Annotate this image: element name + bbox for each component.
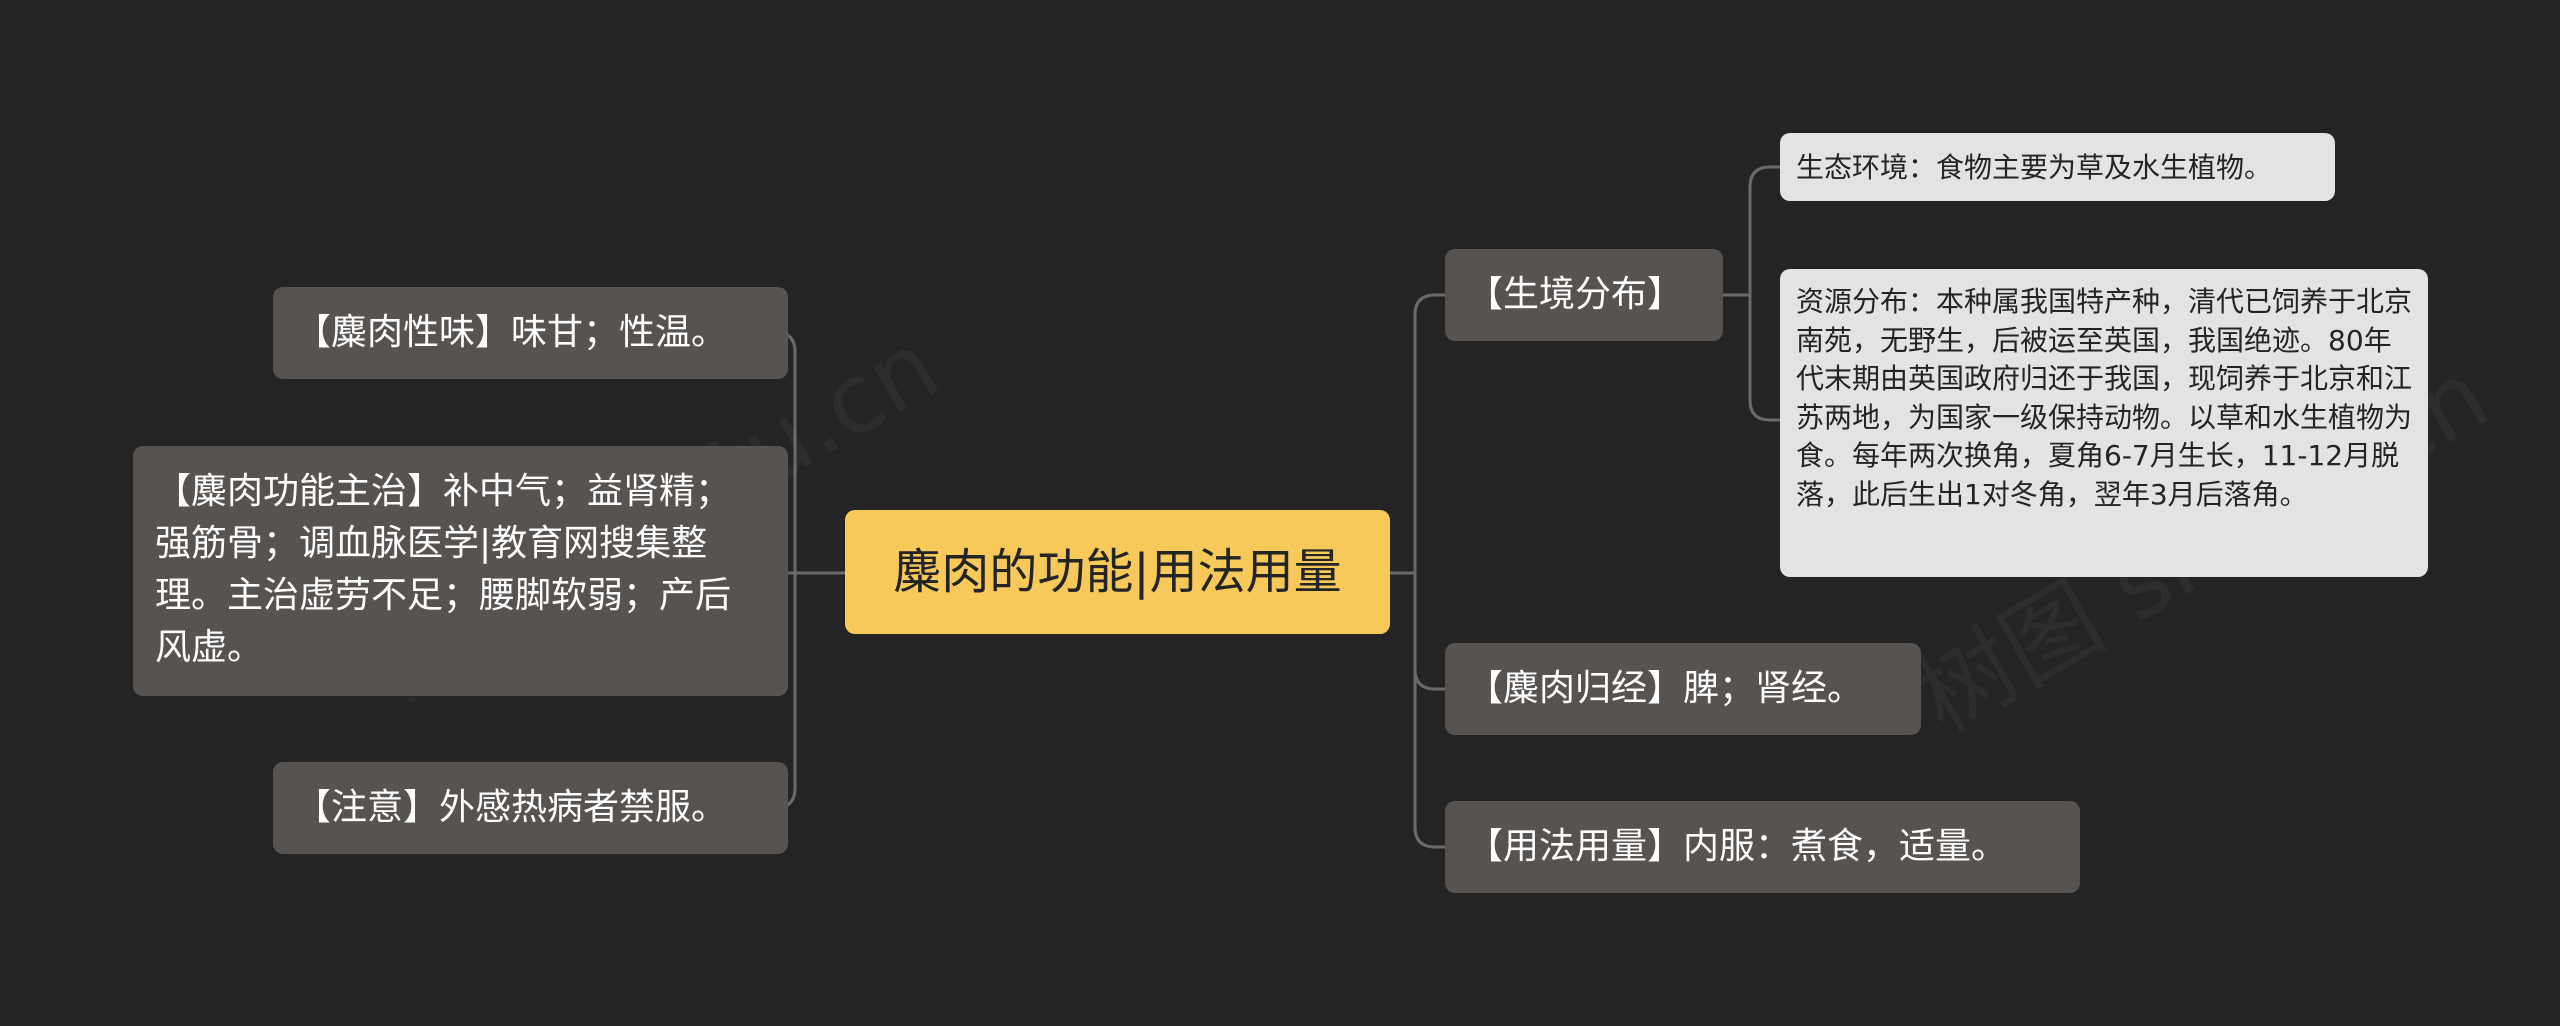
left-topic-caution[interactable]: 【注意】外感热病者禁服。	[273, 762, 788, 854]
leaf-ecology[interactable]: 生态环境：食物主要为草及水生植物。	[1780, 133, 2335, 201]
connector-right-2	[1390, 571, 1445, 691]
connector-sub-1	[1723, 165, 1780, 297]
right-topic-habitat[interactable]: 【生境分布】	[1445, 249, 1723, 341]
right-topic-usage-dosage[interactable]: 【用法用量】内服：煮食，适量。	[1445, 801, 2080, 893]
left-topic-function-indication[interactable]: 【麋肉功能主治】补中气；益肾精；强筋骨；调血脉医学|教育网搜集整理。主治虚劳不足…	[133, 446, 788, 696]
connector-sub-2	[1723, 293, 1780, 422]
right-topic-meridian[interactable]: 【麋肉归经】脾；肾经。	[1445, 643, 1921, 735]
leaf-distribution[interactable]: 资源分布：本种属我国特产种，清代已饲养于北京南苑，无野生，后被运至英国，我国绝迹…	[1780, 269, 2428, 577]
root-topic[interactable]: 麋肉的功能|用法用量	[845, 510, 1390, 634]
connector-right-3	[1390, 571, 1445, 849]
left-topic-nature-taste[interactable]: 【麋肉性味】味甘；性温。	[273, 287, 788, 379]
connector-right-1	[1390, 293, 1445, 575]
